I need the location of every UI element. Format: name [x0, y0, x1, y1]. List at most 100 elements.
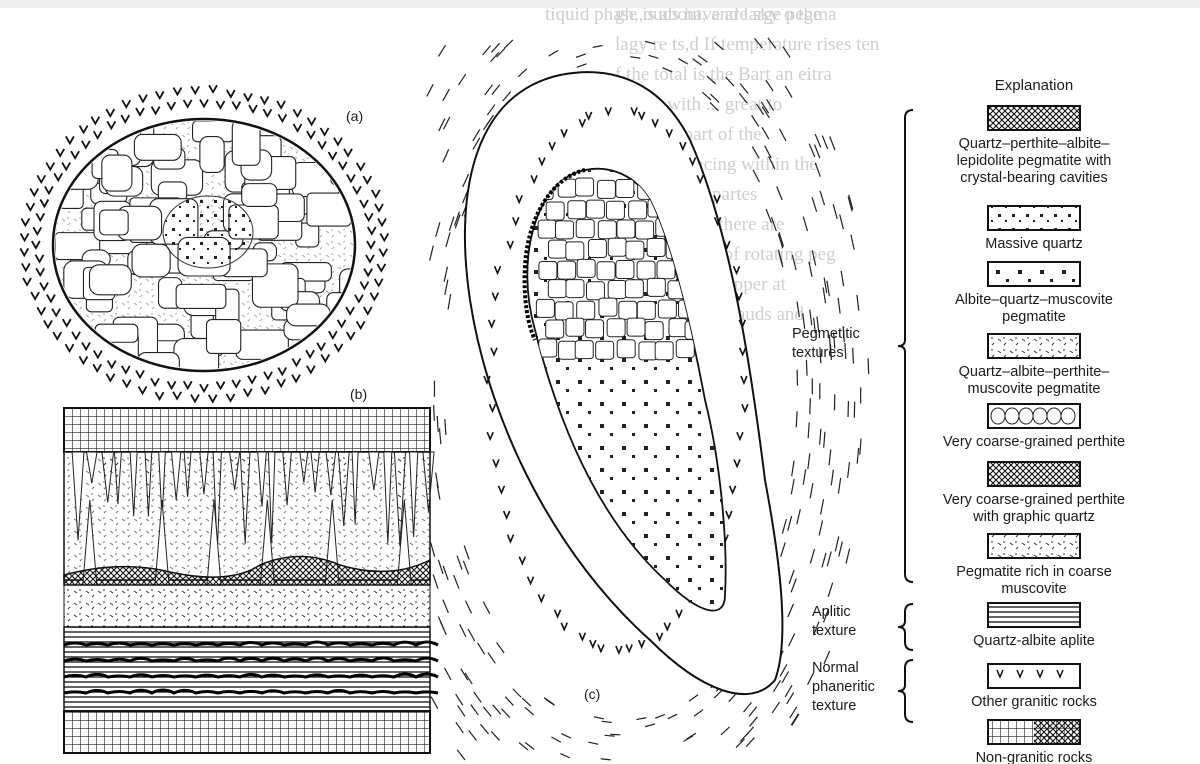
schist-dash	[831, 470, 833, 486]
schist-dash	[740, 84, 748, 94]
v-mark	[200, 384, 208, 391]
v-mark	[528, 577, 534, 584]
perthite-cell	[657, 261, 675, 279]
perthite-cell	[588, 240, 606, 258]
perthite-block	[200, 137, 224, 173]
schist-dash	[561, 734, 571, 739]
v-mark	[232, 380, 240, 387]
v-mark	[561, 623, 567, 630]
schist-dash	[791, 579, 796, 593]
legend-group-label: texture	[812, 623, 856, 639]
perthite-cell	[616, 260, 634, 278]
schist-dash	[822, 553, 826, 568]
legend-block-shape	[1033, 408, 1047, 424]
v-mark	[63, 319, 71, 326]
v-mark	[365, 213, 373, 220]
legend-block-shape	[1047, 408, 1061, 424]
perthite-cell	[596, 341, 614, 359]
v-mark	[363, 176, 371, 183]
legend-item-label: Very coarse-grained perthite	[943, 492, 1125, 508]
schist-dash	[427, 84, 433, 96]
schist-dash	[808, 422, 809, 438]
schist-dash	[808, 453, 810, 469]
v-mark	[30, 188, 38, 195]
perthite-block	[132, 244, 170, 277]
perthite-cell	[538, 220, 556, 238]
legend-group-label: Normal	[812, 660, 859, 676]
schist-dash	[796, 411, 797, 427]
schist-dash	[445, 280, 448, 295]
legend-item-label: with graphic quartz	[972, 509, 1095, 525]
schist-dash	[833, 204, 837, 219]
legend-items: Quartz–perthite–albite–lepidolite pegmat…	[943, 106, 1125, 764]
perthite-cell	[536, 299, 554, 317]
schist-dash	[821, 499, 824, 514]
legend-item-label: muscovite	[1001, 581, 1066, 597]
legend-item-grid-hatch: Non-granitic rocks	[976, 720, 1093, 764]
legend-swatch-fill	[988, 462, 1080, 486]
v-mark	[32, 241, 40, 248]
schist-dash	[491, 52, 499, 61]
v-mark	[507, 535, 513, 542]
schist-dash	[448, 294, 451, 309]
schist-dash	[810, 549, 814, 564]
legend-item-label: Quartz–perthite–albite–	[959, 136, 1111, 152]
perthite-cell	[555, 302, 573, 320]
v-mark	[227, 394, 235, 401]
perthite-cell	[597, 180, 615, 198]
schist-dash	[505, 697, 513, 706]
schist-dash	[746, 738, 754, 747]
legend-item-v-marks: Other granitic rocks	[971, 664, 1097, 710]
v-mark	[264, 372, 272, 379]
v-mark	[375, 279, 383, 286]
schist-dash	[820, 429, 821, 445]
v-mark	[94, 131, 102, 138]
v-mark	[339, 162, 347, 169]
schist-dash	[483, 45, 491, 55]
schist-dash	[493, 705, 501, 714]
schist-dash	[780, 664, 787, 676]
v-mark	[62, 163, 70, 170]
perthite-cell	[599, 298, 617, 316]
legend-brace	[898, 110, 913, 582]
v-mark	[136, 108, 144, 115]
schist-dash	[525, 707, 534, 715]
schist-dash	[440, 622, 446, 635]
v-mark	[248, 376, 256, 383]
v-mark	[318, 141, 326, 148]
v-mark	[52, 309, 60, 316]
legend-brace	[898, 660, 913, 722]
panel-c-zoned-pegmatite: (c)	[427, 38, 869, 760]
legend-item-aplite-lines: Quartz-albite aplite	[973, 603, 1095, 649]
schist-dash	[443, 566, 448, 580]
v-mark	[334, 138, 342, 145]
v-mark	[71, 151, 79, 158]
v-mark	[22, 263, 30, 270]
v-mark	[346, 307, 354, 314]
schist-dash	[469, 730, 477, 740]
v-mark	[123, 380, 131, 387]
legend-swatch-fill	[988, 106, 1080, 130]
legend-item-crosshatch-core: Quartz–perthite–albite–lepidolite pegmat…	[957, 106, 1112, 186]
v-mark	[45, 186, 53, 193]
schist-dash	[698, 55, 707, 62]
v-mark	[139, 95, 147, 102]
v-mark	[79, 356, 87, 363]
v-mark	[31, 292, 39, 299]
v-mark	[261, 96, 269, 103]
perthite-cell	[637, 301, 655, 319]
schist-dash	[824, 432, 825, 448]
v-mark	[40, 283, 48, 290]
perthite-block	[134, 134, 181, 160]
schist-dash	[458, 705, 465, 716]
perthite-block	[207, 320, 241, 354]
v-mark	[37, 307, 45, 314]
v-mark	[209, 85, 217, 92]
schist-dash	[438, 45, 445, 56]
v-mark	[639, 640, 645, 647]
legend-swatch-fill	[988, 262, 1080, 286]
schist-dash	[502, 709, 510, 718]
schist-dash	[560, 754, 570, 758]
legend-item-blocks: Very coarse-grained perthite	[943, 404, 1125, 450]
legend-item-label: Very coarse-grained perthite	[943, 434, 1125, 450]
